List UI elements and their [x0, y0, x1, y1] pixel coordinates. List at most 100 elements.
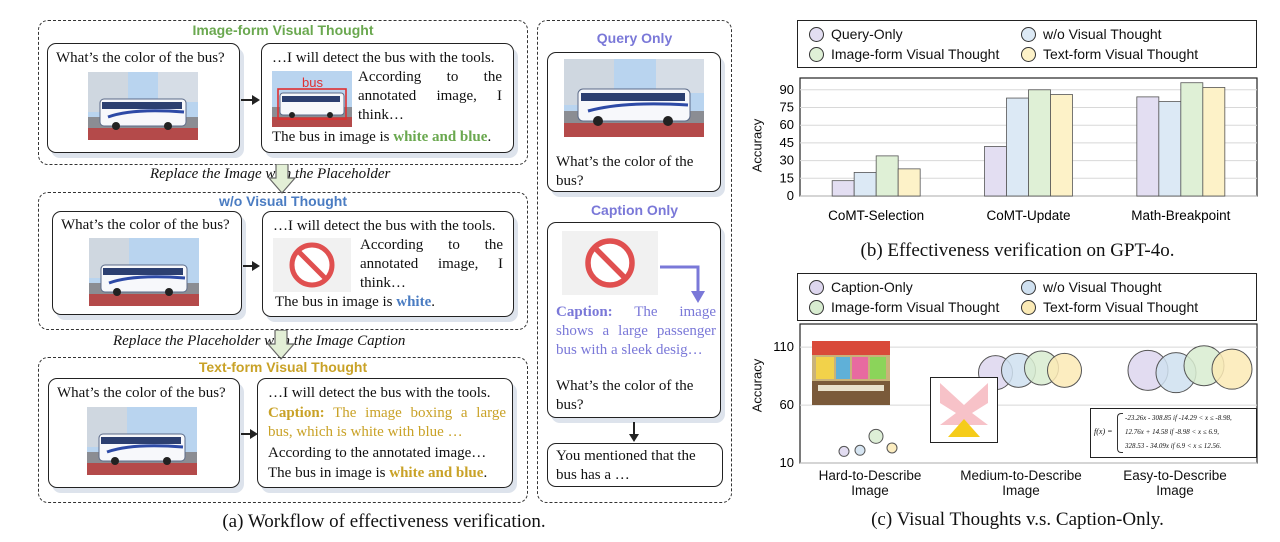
legend-label: w/o Visual Thought	[1043, 279, 1162, 295]
y-tick-label: 90	[780, 82, 794, 97]
bubble	[868, 428, 884, 444]
image-form-response-card: …I will detect the bus with the tools. b…	[261, 43, 514, 153]
query-text: What’s the color of the bus?	[57, 385, 226, 401]
text-form-title: Text-form Visual Thought	[198, 359, 368, 375]
bar	[1202, 87, 1226, 197]
response-text: According to the annotated image, I thin…	[358, 69, 502, 123]
caption-only-title: Caption Only	[590, 202, 679, 218]
answer-prefix: The bus in image is	[275, 294, 397, 310]
legend-marker	[1021, 27, 1036, 42]
formula-prefix: f(x) =	[1094, 427, 1113, 436]
reply-card: You mentioned that the bus has a …	[547, 443, 723, 487]
query-text: What’s the color of the bus?	[56, 50, 225, 66]
formula-brace	[1117, 413, 1123, 453]
category-label: Easy-to-Describe Image	[1123, 468, 1227, 498]
bubble	[838, 445, 850, 457]
caption-only-card: Caption: The image shows a large passeng…	[547, 222, 721, 418]
y-tick-label: 0	[787, 188, 794, 203]
bus-annotated-image	[272, 71, 352, 127]
legend-label: Text-form Visual Thought	[1043, 46, 1199, 62]
hard-image-photo	[812, 341, 890, 405]
placeholder-prohibited-icon	[562, 231, 658, 295]
down-arrow-icon	[267, 330, 295, 360]
down-arrow-line	[633, 422, 635, 436]
query-text: What’s the color of the bus?	[556, 378, 694, 413]
chart-c-legend: Caption-Only w/o Visual Thought Image-fo…	[797, 273, 1257, 321]
wo-query-card: What’s the color of the bus?	[52, 211, 242, 315]
bar	[984, 146, 1007, 197]
caption-label: Caption:	[268, 405, 325, 421]
y-tick-label: 45	[780, 135, 794, 150]
y-tick-label: 10	[780, 455, 794, 467]
bar	[1028, 89, 1051, 197]
replace-step-2: Replace the Placeholder with the Image C…	[113, 333, 406, 349]
y-tick-label: 60	[780, 397, 794, 412]
legend-label: Text-form Visual Thought	[1043, 299, 1199, 315]
text-form-section	[38, 357, 528, 503]
legend-marker	[1021, 300, 1036, 315]
answer-value: white and blue	[389, 465, 484, 481]
answer-value: white	[396, 294, 432, 310]
x-tick-label: Math-Breakpoint	[1131, 208, 1230, 223]
response-line: …I will detect the bus with the tools.	[272, 50, 495, 66]
answer-value: white and blue	[393, 129, 488, 145]
replace-step-1: Replace the Image with the Placeholder	[150, 166, 391, 182]
caption-body: The image shows a large passenger bus wi…	[556, 304, 716, 358]
category-label: Medium-to-Describe Image	[960, 468, 1082, 498]
answer-suffix: .	[431, 294, 435, 310]
text-form-query-card: What’s the color of the bus?	[48, 378, 240, 488]
placeholder-prohibited-icon	[273, 238, 351, 292]
answer-line: The bus in image is white.	[275, 294, 435, 311]
image-form-query-card: What’s the color of the bus?	[47, 43, 240, 153]
caption-text: Caption: The image shows a large passeng…	[556, 303, 716, 360]
bar	[1050, 94, 1073, 197]
answer-suffix: .	[483, 465, 488, 481]
category-label: Hard-to-Describe Image	[818, 468, 922, 498]
legend-label: Caption-Only	[831, 279, 913, 295]
arrow-head	[629, 434, 639, 442]
query-only-card: What’s the color of the bus?	[547, 52, 721, 192]
response-line: …I will detect the bus with the tools.	[273, 218, 496, 234]
answer-suffix: .	[487, 129, 492, 145]
legend-label: Image-form Visual Thought	[831, 299, 1000, 315]
legend-marker	[809, 300, 824, 315]
formula-line: 12.76x + 14.58 if -8.98 < x ≤ 6.9,	[1125, 428, 1219, 436]
wo-response-card: …I will detect the bus with the tools. A…	[262, 211, 514, 317]
answer-line: The bus in image is white and blue.	[268, 465, 487, 482]
y-tick-label: 75	[780, 100, 794, 115]
query-text: What’s the color of the bus?	[61, 217, 230, 233]
bar	[1158, 101, 1182, 197]
y-tick-label: 15	[780, 170, 794, 185]
bbox-label: bus	[302, 75, 323, 90]
bar	[853, 172, 877, 197]
y-tick-label: 60	[780, 117, 794, 132]
bar	[897, 168, 921, 197]
arrow-head	[250, 429, 258, 439]
bus-image	[88, 72, 198, 140]
legend-label: Image-form Visual Thought	[831, 46, 1000, 62]
legend-marker	[809, 280, 824, 295]
easy-image-formula: f(x) = -23.26x - 308.85 if -14.29 < x ≤ …	[1090, 408, 1257, 458]
caption-text: Caption: The image boxing a large bus, w…	[268, 404, 506, 442]
bar	[1180, 82, 1204, 197]
figure-caption-c: (c) Visual Thoughts v.s. Caption-Only.	[871, 509, 1164, 530]
legend-label: w/o Visual Thought	[1043, 26, 1162, 42]
caption-arrow-icon	[660, 265, 705, 303]
response-line: According to the annotated image…	[268, 445, 487, 461]
flow-arrow	[241, 433, 253, 435]
response-line: …I will detect the bus with the tools.	[268, 385, 491, 401]
answer-line: The bus in image is white and blue.	[272, 129, 491, 146]
bus-image	[564, 59, 704, 137]
y-tick-label: 110	[773, 339, 794, 354]
bus-image	[87, 407, 197, 475]
y-tick-label: 30	[780, 153, 794, 168]
formula-line: -23.26x - 308.85 if -14.29 < x ≤ -8.98,	[1125, 414, 1232, 422]
flow-arrow	[241, 99, 255, 101]
down-arrow-icon	[268, 164, 296, 194]
legend-marker	[1021, 47, 1036, 62]
legend-marker	[809, 47, 824, 62]
baseline-section	[537, 20, 732, 503]
bubble	[1211, 348, 1253, 390]
bar	[1136, 96, 1160, 197]
